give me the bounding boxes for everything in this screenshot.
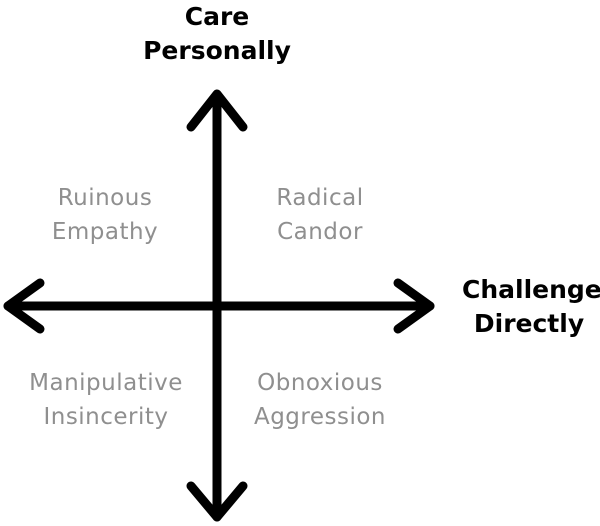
quadrant-top-left-label: Ruinous Empathy <box>30 181 180 249</box>
vertical-axis-label-line-2: Personally <box>143 36 291 65</box>
quadrant-top-left-line-2: Empathy <box>51 219 159 245</box>
horizontal-axis-arrow-right <box>393 278 435 334</box>
vertical-axis-label-line-1: Care <box>184 2 250 31</box>
horizontal-axis-label-line-2: Directly <box>473 309 585 338</box>
quadrant-bottom-left-line-2: Insincerity <box>43 404 169 430</box>
quadrant-top-right-line-2: Candor <box>277 219 363 245</box>
horizontal-axis-label-line-1: Challenge <box>462 275 600 304</box>
vertical-axis-label: Care Personally <box>142 0 292 68</box>
vertical-axis-arrow-down <box>186 481 248 522</box>
quadrant-bottom-right-line-2: Aggression <box>253 404 387 430</box>
quadrant-top-left-line-1: Ruinous <box>57 185 153 211</box>
quadrant-bottom-left-line-1: Manipulative <box>29 370 183 396</box>
quadrant-bottom-left-label: Manipulative Insincerity <box>8 366 204 434</box>
horizontal-axis-arrow-left <box>3 278 45 334</box>
quadrant-top-right-line-1: Radical <box>276 185 364 211</box>
quadrant-top-right-label: Radical Candor <box>245 181 395 249</box>
quadrant-bottom-right-line-1: Obnoxious <box>257 370 383 396</box>
quadrant-bottom-right-label: Obnoxious Aggression <box>232 366 408 434</box>
vertical-axis-arrow-up <box>186 89 248 132</box>
horizontal-axis-label: Challenge Directly <box>462 273 600 341</box>
